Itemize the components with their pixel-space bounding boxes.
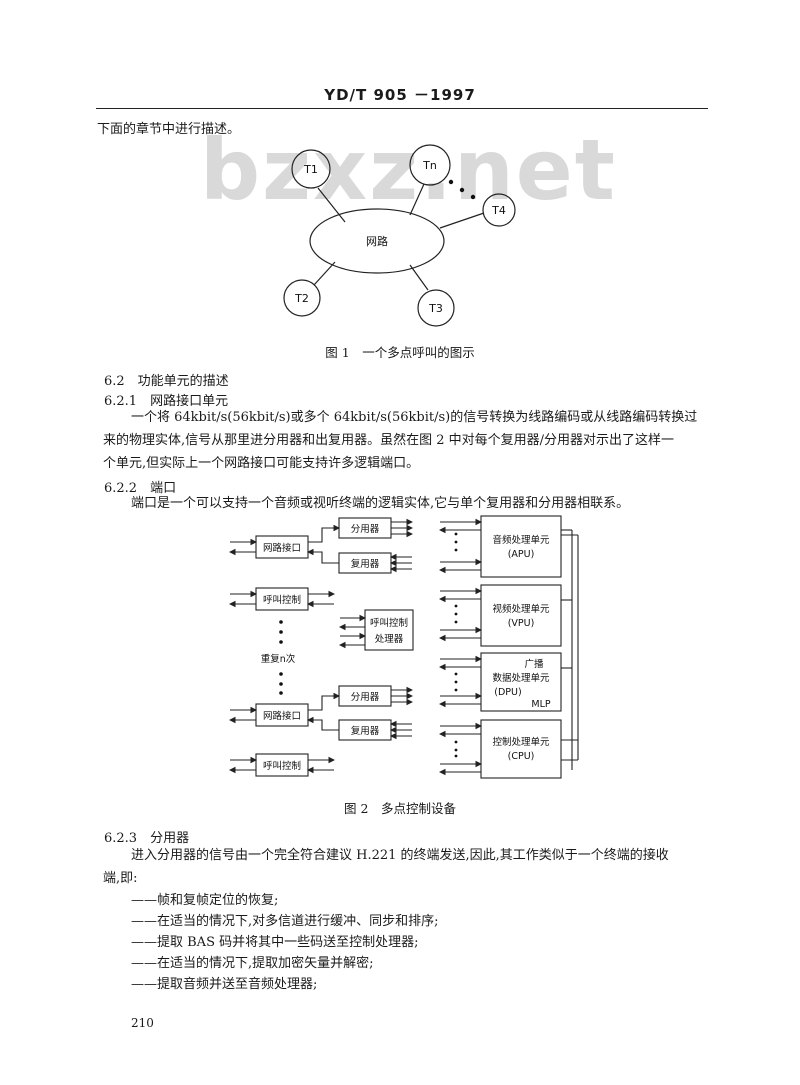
node-label-t1: T1	[303, 163, 318, 176]
cpu-label: 控制处理单元	[492, 736, 550, 748]
vpu-box	[480, 584, 562, 647]
paragraph-line: 端,即:	[103, 871, 138, 886]
network-interface-label: 网路接口	[263, 542, 301, 554]
list-item: ——在适当的情况下,对多信道进行缓冲、同步和排序;	[131, 914, 439, 929]
node-t2	[283, 279, 321, 317]
network-label: 网路	[366, 235, 388, 248]
network-interface-label: 网路接口	[263, 710, 301, 722]
mux-label: 复用器	[351, 725, 380, 737]
call-control-processor-label: 呼叫控制	[370, 617, 408, 629]
page-header: YD/T 905 －1997	[324, 86, 476, 104]
ellipsis-dot	[459, 187, 465, 193]
call-control-processor-box	[364, 609, 414, 651]
node-label-t3: T3	[428, 302, 443, 315]
link-tn	[409, 183, 425, 216]
repeat-label: 重复n次	[261, 653, 296, 665]
demux-label: 分用器	[351, 692, 380, 703]
call-control-label: 呼叫控制	[263, 594, 301, 606]
apu-box	[480, 515, 562, 578]
list-item: ——提取 BAS 码并将其中一些码送至控制处理器;	[131, 935, 419, 950]
apu-label: 音频处理单元	[492, 534, 550, 546]
apu-label: (APU)	[508, 549, 535, 560]
paragraph-line: 端口是一个可以支持一个音频或视听终端的逻辑实体,它与单个复用器和分用器相联系。	[131, 496, 630, 511]
vpu-label: 视频处理单元	[492, 603, 550, 615]
dpu-label: 广播	[524, 658, 544, 670]
intro-line: 下面的章节中进行描述。	[97, 122, 241, 137]
dpu-label: MLP	[531, 699, 550, 710]
ellipsis-dot	[470, 194, 476, 200]
paragraph-line: 来的物理实体,信号从那里进分用器和出复用器。虽然在图 2 中对每个复用器/分用器…	[103, 433, 675, 448]
demux-label: 分用器	[351, 524, 380, 535]
figure1-diagram: 网路 T1 T2 T3 T4 Tn	[283, 144, 516, 327]
node-tn	[409, 144, 451, 186]
section-6-2-2: 6.2.2 端口	[104, 481, 177, 496]
link-t4	[439, 212, 485, 229]
ellipsis-dot	[448, 179, 454, 185]
figure1-caption: 图 1 一个多点呼叫的图示	[325, 345, 475, 360]
cpu-box	[480, 719, 562, 779]
call-control-box-1	[255, 587, 309, 611]
dpu-box	[480, 652, 562, 712]
node-label-tn: Tn	[422, 159, 437, 172]
link-t3	[409, 264, 429, 291]
mux-label: 复用器	[351, 558, 380, 570]
dpu-label: 数据处理单元	[492, 672, 550, 684]
network-interface-box-1	[255, 535, 309, 559]
unit-input-arrows	[438, 518, 483, 776]
list-item: ——在适当的情况下,提取加密矢量并解密;	[131, 956, 374, 971]
dpu-label: (DPU)	[494, 687, 521, 698]
figure2-diagram: 网路接口 分用器 复用器 呼叫控制 呼叫控制 处理器 重复n次 网路接口 分用器…	[228, 515, 579, 779]
watermark: bzxz.net	[200, 121, 617, 219]
call-control-processor-label: 处理器	[375, 633, 404, 645]
node-t1	[291, 149, 331, 189]
vertical-ellipsis	[279, 532, 458, 758]
call-control-label: 呼叫控制	[263, 760, 301, 772]
network-interface-box-2	[255, 703, 309, 727]
figure2-caption: 图 2 多点控制设备	[344, 801, 456, 816]
link-t1	[317, 187, 346, 223]
list-item: ——帧和复帧定位的恢复;	[131, 893, 279, 908]
link-t2	[313, 261, 336, 286]
paragraph-line: 个单元,但实际上一个网路接口可能支持许多逻辑端口。	[103, 456, 420, 471]
cpu-label: (CPU)	[508, 751, 535, 762]
node-t3	[417, 289, 455, 327]
node-t4	[482, 193, 516, 227]
section-6-2: 6.2 功能单元的描述	[104, 374, 229, 389]
call-control-box-2	[255, 753, 309, 777]
section-6-2-1: 6.2.1 网路接口单元	[104, 394, 229, 409]
network-ellipse	[309, 208, 445, 274]
page-number: 210	[131, 1016, 154, 1030]
paragraph-line: 一个将 64kbit/s(56kbit/s)或多个 64kbit/s(56kbi…	[131, 410, 698, 425]
node-label-t4: T4	[491, 204, 506, 217]
control-bus	[561, 529, 579, 770]
header-rule	[96, 108, 708, 109]
section-6-2-3: 6.2.3 分用器	[104, 831, 190, 846]
node-label-t2: T2	[294, 292, 309, 305]
paragraph-line: 进入分用器的信号由一个完全符合建议 H.221 的终端发送,因此,其工作类似于一…	[131, 848, 669, 863]
list-item: ——提取音频并送至音频处理器;	[131, 977, 318, 992]
vpu-label: (VPU)	[508, 618, 535, 629]
